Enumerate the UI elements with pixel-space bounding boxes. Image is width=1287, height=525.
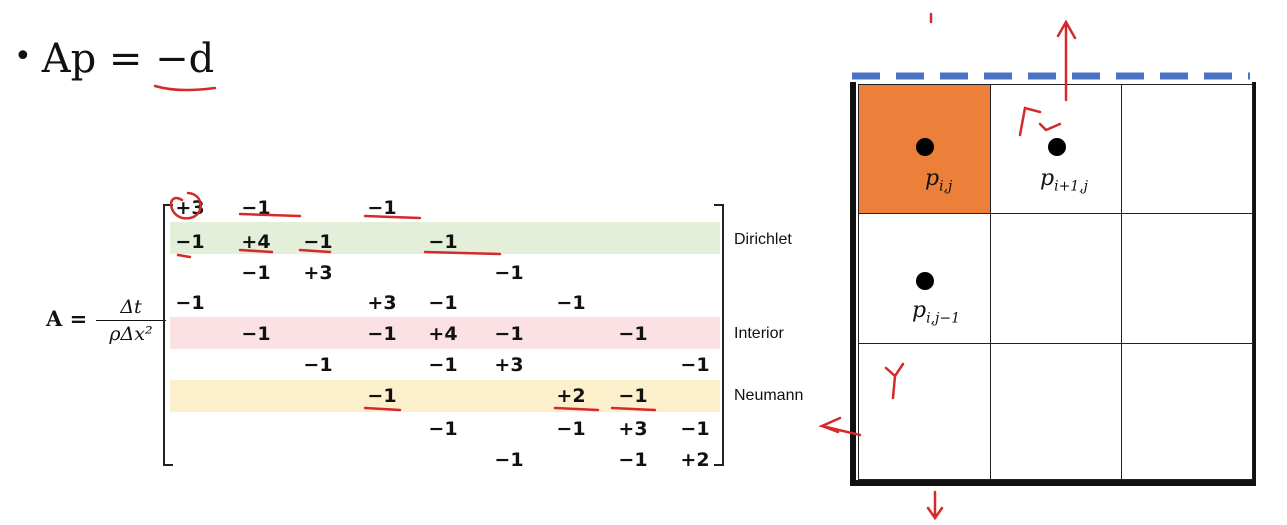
matrix-entry: −1 [303,354,333,376]
matrix-entry: −1 [428,292,458,314]
pressure-point [916,138,934,156]
interior-band [170,317,720,349]
pressure-point [916,272,934,290]
matrix-entry: +3 [367,292,397,314]
grid-left-wall [850,82,856,486]
equation-text: Ap = −d [41,36,215,82]
matrix-entry: −1 [556,418,586,440]
neumann-band [170,380,720,412]
grid-cell [858,343,992,480]
g-mark [1018,106,1062,137]
matrix-entry: +4 [241,231,271,253]
label-p-ij: pi,j [925,166,953,195]
circle-plus3 [169,191,202,220]
matrix-entry: −1 [175,292,205,314]
matrix-entry: −1 [367,385,397,407]
label-p-ij1: pi,j−1 [912,298,960,327]
bullet-dot: • [14,39,32,74]
grid-cell [1121,84,1253,215]
matrix-entry: −1 [428,354,458,376]
matrix-entry: +3 [303,262,333,284]
matrix-entry: −1 [618,385,648,407]
pressure-point [1048,138,1066,156]
matrix-entry: −1 [303,231,333,253]
matrix-lhs: A = [46,306,88,331]
matrix-fraction: Δt ρΔx² [96,296,166,345]
matrix-entry: −1 [680,354,710,376]
bullet-equation: • Ap = −d [14,36,214,82]
row-label-neumann: Neumann [734,387,804,404]
matrix-entry: −1 [367,323,397,345]
dirichlet-band [170,222,720,254]
matrix-entry: +2 [556,385,586,407]
matrix-entry: −1 [241,262,271,284]
underline-d [153,84,217,92]
matrix-entry: −1 [494,262,524,284]
matrix-entry: +3 [618,418,648,440]
arrow-up [1056,19,1077,102]
matrix-entry: −1 [175,231,205,253]
matrix-entry: −1 [494,449,524,471]
matrix-entry: −1 [241,323,271,345]
label-p-i1j: pi+1,j [1040,166,1088,195]
fraction-numerator: Δt [96,296,166,321]
grid-bottom-wall [850,480,1256,486]
matrix-entry: −1 [618,323,648,345]
matrix-entry: −1 [428,418,458,440]
matrix-entry: +2 [680,449,710,471]
row-label-interior: Interior [734,325,784,342]
matrix-entry: −1 [680,418,710,440]
matrix-entry: −1 [367,197,397,219]
grid-diagram: pi,j pi+1,j pi,j−1 [850,76,1258,486]
row-label-dirichlet: Dirichlet [734,231,792,248]
arrow-down [926,490,944,521]
matrix-entry: −1 [618,449,648,471]
grid-cell [990,343,1123,480]
grid-right-wall [1252,82,1256,486]
matrix-right-bracket [714,204,724,466]
y-mark [884,362,905,400]
red-annotations [153,12,1077,521]
matrix-entry: +3 [494,354,524,376]
grid-cell [1121,343,1253,480]
matrix-entry: −1 [428,231,458,253]
matrix-entry: −1 [494,323,524,345]
matrix-left-bracket [163,204,173,466]
arrow-left [818,416,862,437]
matrix-entry: +4 [428,323,458,345]
matrix-entry: −1 [556,292,586,314]
fraction-denominator: ρΔx² [109,323,153,345]
